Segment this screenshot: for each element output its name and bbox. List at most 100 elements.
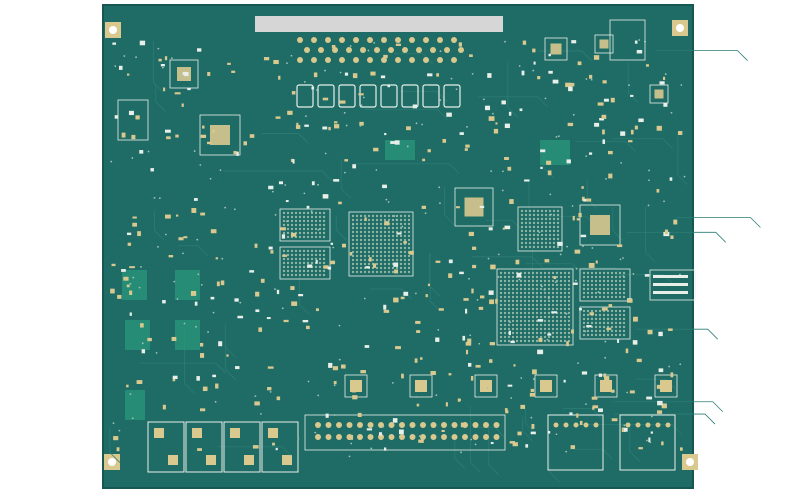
bga-ball xyxy=(528,221,532,225)
smd-pad xyxy=(311,86,315,90)
bga-ball xyxy=(507,283,511,287)
via xyxy=(421,123,423,126)
smd-pad xyxy=(580,234,587,238)
bga-ball xyxy=(555,283,559,287)
bga-ball xyxy=(559,331,563,335)
bga-ball xyxy=(540,233,544,237)
smd-pad xyxy=(126,384,129,388)
trace xyxy=(477,96,548,108)
connector-pin xyxy=(409,57,415,63)
bga-ball xyxy=(547,271,551,275)
smd-pad xyxy=(495,298,498,304)
bga-ball xyxy=(355,230,359,234)
trace xyxy=(525,408,536,434)
smd-pad xyxy=(532,48,536,53)
via xyxy=(628,84,631,87)
bga-ball xyxy=(383,246,387,250)
bga-ball xyxy=(367,214,371,218)
bga-ball xyxy=(555,315,559,319)
bga-ball xyxy=(567,311,571,315)
header-pin xyxy=(357,434,363,440)
smd-pad xyxy=(460,422,467,428)
bga-ball xyxy=(567,271,571,275)
bga-ball xyxy=(582,333,586,337)
bga-ball xyxy=(582,325,586,329)
bga-ball xyxy=(590,321,594,325)
bga-ball xyxy=(302,257,306,261)
bga-ball xyxy=(302,219,306,223)
bga-ball xyxy=(590,317,594,321)
trace xyxy=(626,231,727,243)
bga-ball xyxy=(527,283,531,287)
smd-pad xyxy=(162,404,166,410)
bga-ball xyxy=(618,295,622,299)
smd-pad xyxy=(268,246,273,250)
rj45-pin xyxy=(645,422,651,428)
smd-pad xyxy=(673,219,678,225)
bga-ball xyxy=(387,258,391,262)
smd-pad xyxy=(604,376,610,381)
bga-ball xyxy=(543,331,547,335)
bga-ball xyxy=(548,245,552,249)
via xyxy=(214,400,217,403)
bga-ball xyxy=(302,227,306,231)
smd-pad xyxy=(533,61,536,65)
smd-pad xyxy=(384,132,387,136)
bga-ball xyxy=(351,262,355,266)
bga-ball xyxy=(539,291,543,295)
bga-ball xyxy=(403,270,407,274)
bga-ball xyxy=(590,287,594,291)
bga-ball xyxy=(403,246,407,250)
bga-ball xyxy=(290,269,294,273)
smd-pad xyxy=(508,330,511,336)
smd-pad xyxy=(254,401,260,406)
bga-ball xyxy=(399,250,403,254)
smd-pad xyxy=(670,372,674,378)
bga-ball xyxy=(314,269,318,273)
via xyxy=(110,160,113,163)
smd-pad xyxy=(537,349,544,355)
bga-ball xyxy=(499,271,503,275)
bga-ball xyxy=(559,279,563,283)
bga-ball xyxy=(359,270,363,274)
smd-pad xyxy=(140,323,144,328)
inductor xyxy=(443,84,461,108)
trace xyxy=(335,214,347,241)
trace xyxy=(153,210,165,241)
bga-ball xyxy=(555,299,559,303)
smd-pad xyxy=(422,158,426,162)
bga-ball xyxy=(614,321,618,325)
smd-pad xyxy=(313,72,318,78)
bga-ball xyxy=(359,242,363,246)
via xyxy=(129,393,132,396)
bga-ball xyxy=(539,315,543,319)
smd-pad xyxy=(190,290,197,296)
bga-ball xyxy=(379,238,383,242)
bga-ball xyxy=(511,307,515,311)
bga-ball xyxy=(511,303,515,307)
smd-pad xyxy=(278,181,284,185)
bga-ball xyxy=(523,271,527,275)
bga-ball xyxy=(363,230,367,234)
bga-ball xyxy=(290,273,294,277)
via xyxy=(147,150,150,153)
bga-ball xyxy=(540,213,544,217)
via xyxy=(530,416,533,419)
bga-ball xyxy=(355,234,359,238)
via xyxy=(415,395,418,398)
bga-ball xyxy=(536,225,540,229)
bga-ball xyxy=(282,273,286,277)
bga-ball xyxy=(543,307,547,311)
trace xyxy=(354,163,460,175)
bga-ball xyxy=(387,262,391,266)
trace xyxy=(393,53,434,65)
smd-pad xyxy=(489,359,493,363)
bga-ball xyxy=(363,242,367,246)
bga-ball xyxy=(544,237,548,241)
via xyxy=(182,252,184,255)
smd-pad xyxy=(378,432,382,436)
bga-ball xyxy=(507,271,511,275)
bga-ball xyxy=(367,246,371,250)
bga-ball xyxy=(371,230,375,234)
via xyxy=(348,455,351,458)
